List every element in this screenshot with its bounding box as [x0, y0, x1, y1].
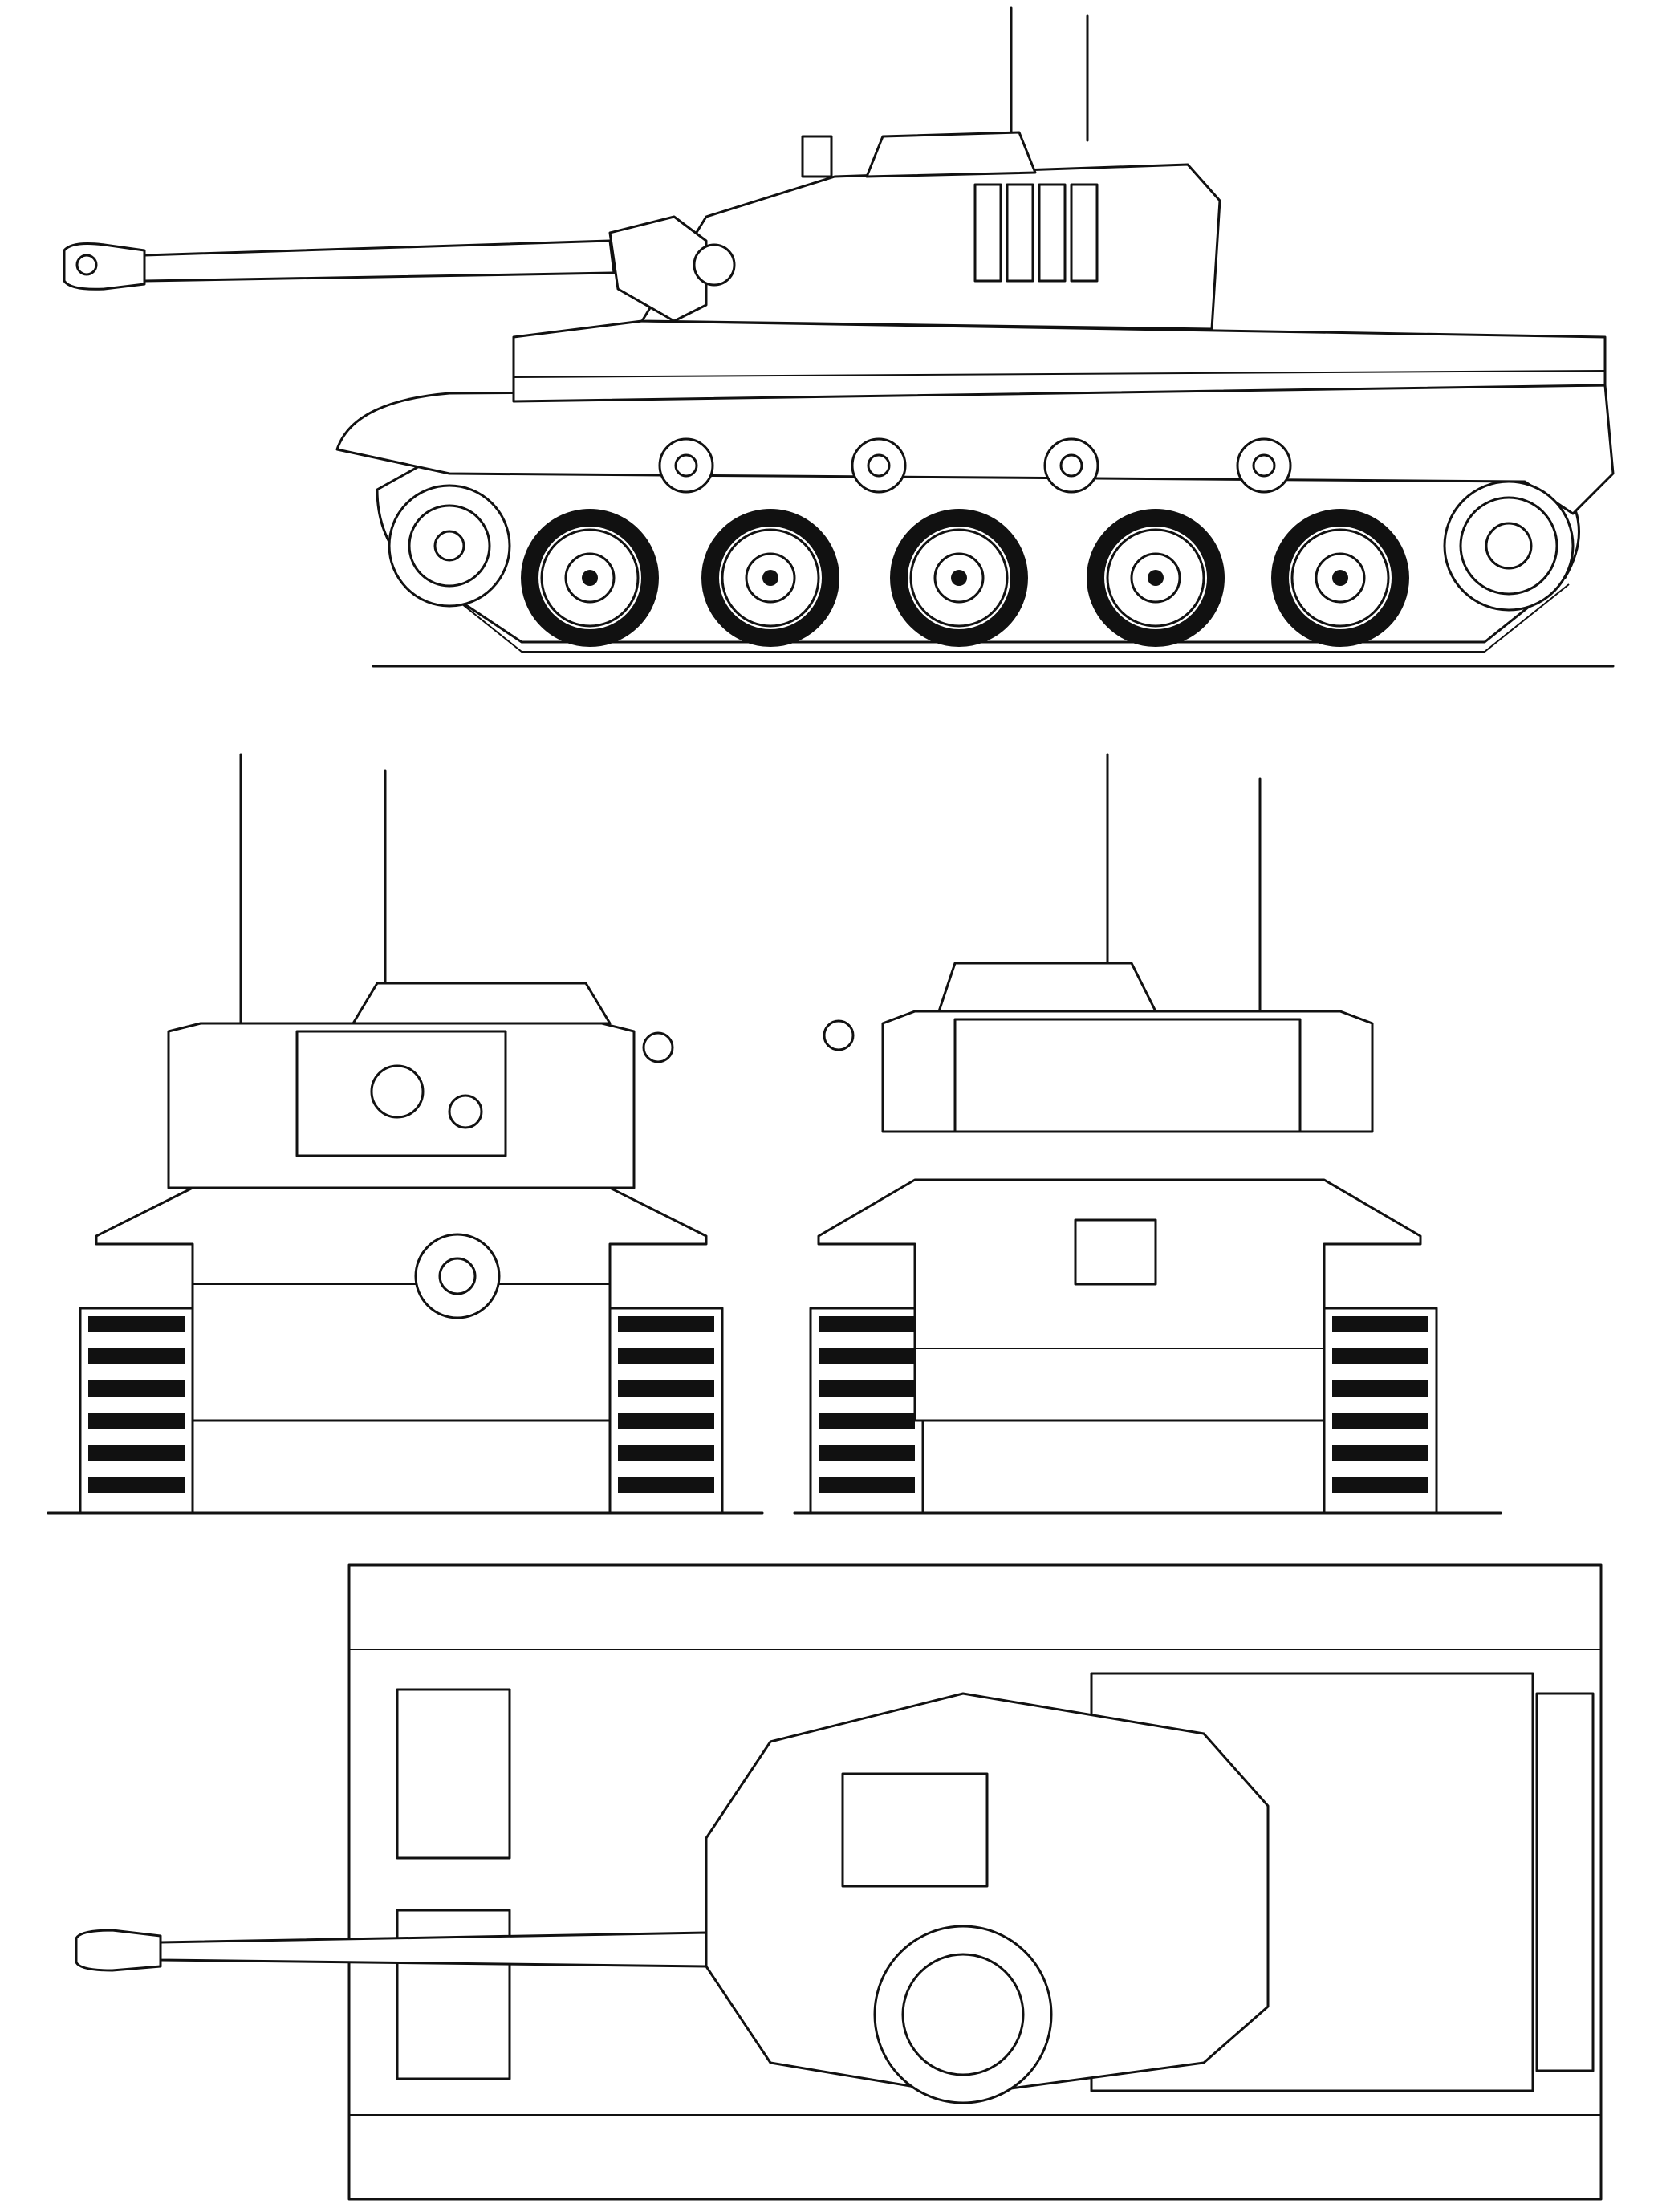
rear-light [823, 1019, 855, 1051]
front-view [47, 753, 764, 1515]
top-muzzle-brake [75, 1929, 162, 1972]
top-loader-hatch [841, 1772, 989, 1888]
top-view [75, 1563, 1603, 2201]
top-rear-grille [1535, 1692, 1595, 2072]
rear-turret-roof [937, 962, 1157, 1013]
side-return-rollers [658, 437, 1292, 494]
side-gun-barrel [143, 239, 616, 283]
side-upper-hull [512, 319, 1607, 403]
front-track-treads [88, 1316, 714, 1493]
side-turret [640, 163, 1221, 331]
front-turret-roof [352, 982, 612, 1025]
side-idler-wheel [388, 484, 511, 608]
side-hull [335, 384, 1615, 515]
rear-hull-hatch [1074, 1218, 1157, 1286]
top-gun-barrel [159, 1931, 708, 1968]
rear-track-treads [819, 1316, 1428, 1493]
rear-view [793, 753, 1502, 1515]
side-drive-sprocket [1443, 480, 1575, 612]
side-periscope [801, 135, 833, 178]
front-headlight [642, 1031, 674, 1063]
side-road-wheels [521, 509, 1409, 647]
rear-stowage-bin [953, 1018, 1302, 1133]
side-spare-track-links [973, 183, 1099, 283]
front-hull [95, 1186, 708, 1422]
top-driver-hatch [396, 1688, 511, 1860]
side-view [63, 6, 1615, 668]
rear-hull [817, 1178, 1422, 1422]
side-mantlet [608, 215, 708, 323]
side-cupola [865, 131, 1037, 178]
